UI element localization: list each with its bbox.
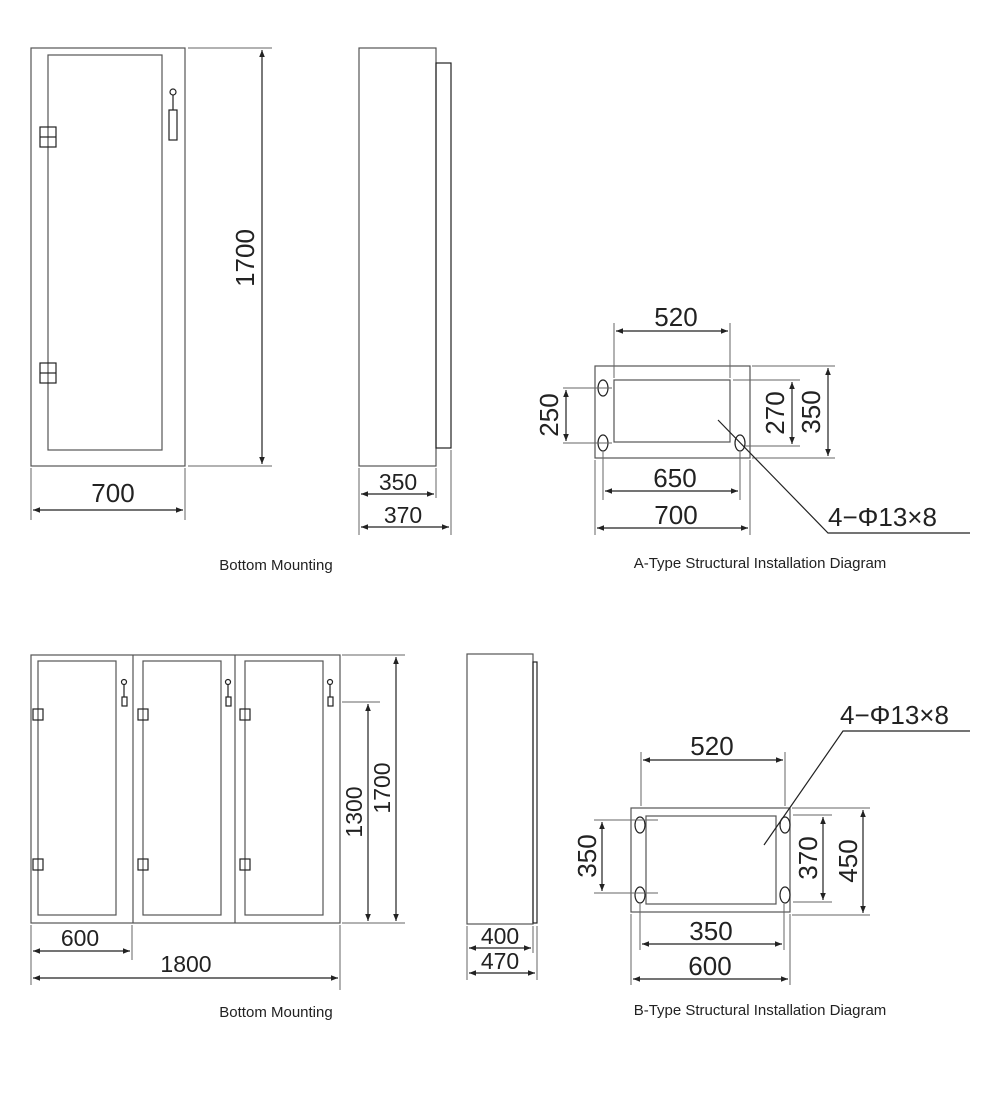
height-dimension: 1700 xyxy=(230,229,260,287)
side-body xyxy=(466,653,534,925)
depth-total-dimension: 370 xyxy=(384,502,422,528)
inner-depth-dimension: 270 xyxy=(760,391,790,434)
side-door-projection xyxy=(435,62,452,449)
base-opening xyxy=(645,815,777,905)
cabinet-outline xyxy=(30,47,186,467)
inner-width-dimension: 520 xyxy=(690,731,733,761)
hole-spacing-y-dimension: 350 xyxy=(572,834,602,877)
door-panel xyxy=(142,660,222,916)
caption-b-base: B-Type Structural Installation Diagram xyxy=(634,1002,887,1019)
width-dimension: 700 xyxy=(91,478,134,508)
hole-spec-label: 4−Φ13×8 xyxy=(828,502,937,532)
mounting-hole-icon xyxy=(734,434,746,452)
base-outline xyxy=(594,365,751,459)
hinge-icon xyxy=(39,362,57,384)
depth-total-dimension: 470 xyxy=(481,948,519,974)
door-panel xyxy=(37,660,117,916)
hole-spacing-y-dimension: 250 xyxy=(534,393,564,436)
hinge-icon xyxy=(239,708,251,721)
hole-spec-leader xyxy=(717,419,970,534)
mounting-hole-icon xyxy=(634,816,646,834)
inner-depth-dimension: 370 xyxy=(793,836,823,879)
caption-b-front: Bottom Mounting xyxy=(219,1004,332,1021)
hinge-icon xyxy=(137,708,149,721)
side-door-projection xyxy=(532,661,538,924)
a-base-plan: 520 250 270 350 650 700 4−Φ13×8 xyxy=(534,302,970,535)
hole-spacing-x-dimension: 650 xyxy=(653,463,696,493)
panel-width-dimension: 600 xyxy=(61,925,99,951)
caption-a-front: Bottom Mounting xyxy=(219,557,332,574)
hinge-icon xyxy=(32,708,44,721)
mounting-hole-icon xyxy=(779,816,791,834)
b-front-view: 1300 1700 600 1800 xyxy=(30,654,405,990)
mounting-hole-icon xyxy=(634,886,646,904)
hole-spec-leader xyxy=(763,730,970,846)
b-side-view: 400 470 xyxy=(466,653,538,980)
a-front-view: 1700 700 xyxy=(30,47,272,520)
hinge-icon xyxy=(39,126,57,148)
door-handle-icon xyxy=(224,678,232,707)
base-opening xyxy=(613,379,731,443)
hole-spacing-x-dimension: 350 xyxy=(689,916,732,946)
hinge-icon xyxy=(137,858,149,871)
b-base-plan: 520 350 370 450 350 600 4−Φ13×8 xyxy=(572,700,970,985)
base-outline xyxy=(630,807,791,913)
outer-depth-dimension: 350 xyxy=(796,390,826,433)
cabinet-outline xyxy=(30,654,341,924)
side-body xyxy=(358,47,437,467)
door-handle-icon xyxy=(168,88,178,141)
outer-width-dimension: 600 xyxy=(688,951,731,981)
hole-spec-label: 4−Φ13×8 xyxy=(840,700,949,730)
outer-width-dimension: 700 xyxy=(654,500,697,530)
inner-height-dimension: 1300 xyxy=(341,786,367,837)
a-side-view: 350 370 xyxy=(358,47,452,535)
outer-depth-dimension: 450 xyxy=(833,839,863,882)
inner-width-dimension: 520 xyxy=(654,302,697,332)
door-panel xyxy=(244,660,324,916)
height-dimension: 1700 xyxy=(369,762,395,813)
depth-body-dimension: 400 xyxy=(481,923,519,949)
total-width-dimension: 1800 xyxy=(160,951,211,977)
door-handle-icon xyxy=(120,678,128,707)
depth-body-dimension: 350 xyxy=(379,469,417,495)
hinge-icon xyxy=(32,858,44,871)
caption-a-base: A-Type Structural Installation Diagram xyxy=(634,555,887,572)
door-panel xyxy=(47,54,163,451)
door-handle-icon xyxy=(326,678,334,707)
mounting-hole-icon xyxy=(779,886,791,904)
hinge-icon xyxy=(239,858,251,871)
